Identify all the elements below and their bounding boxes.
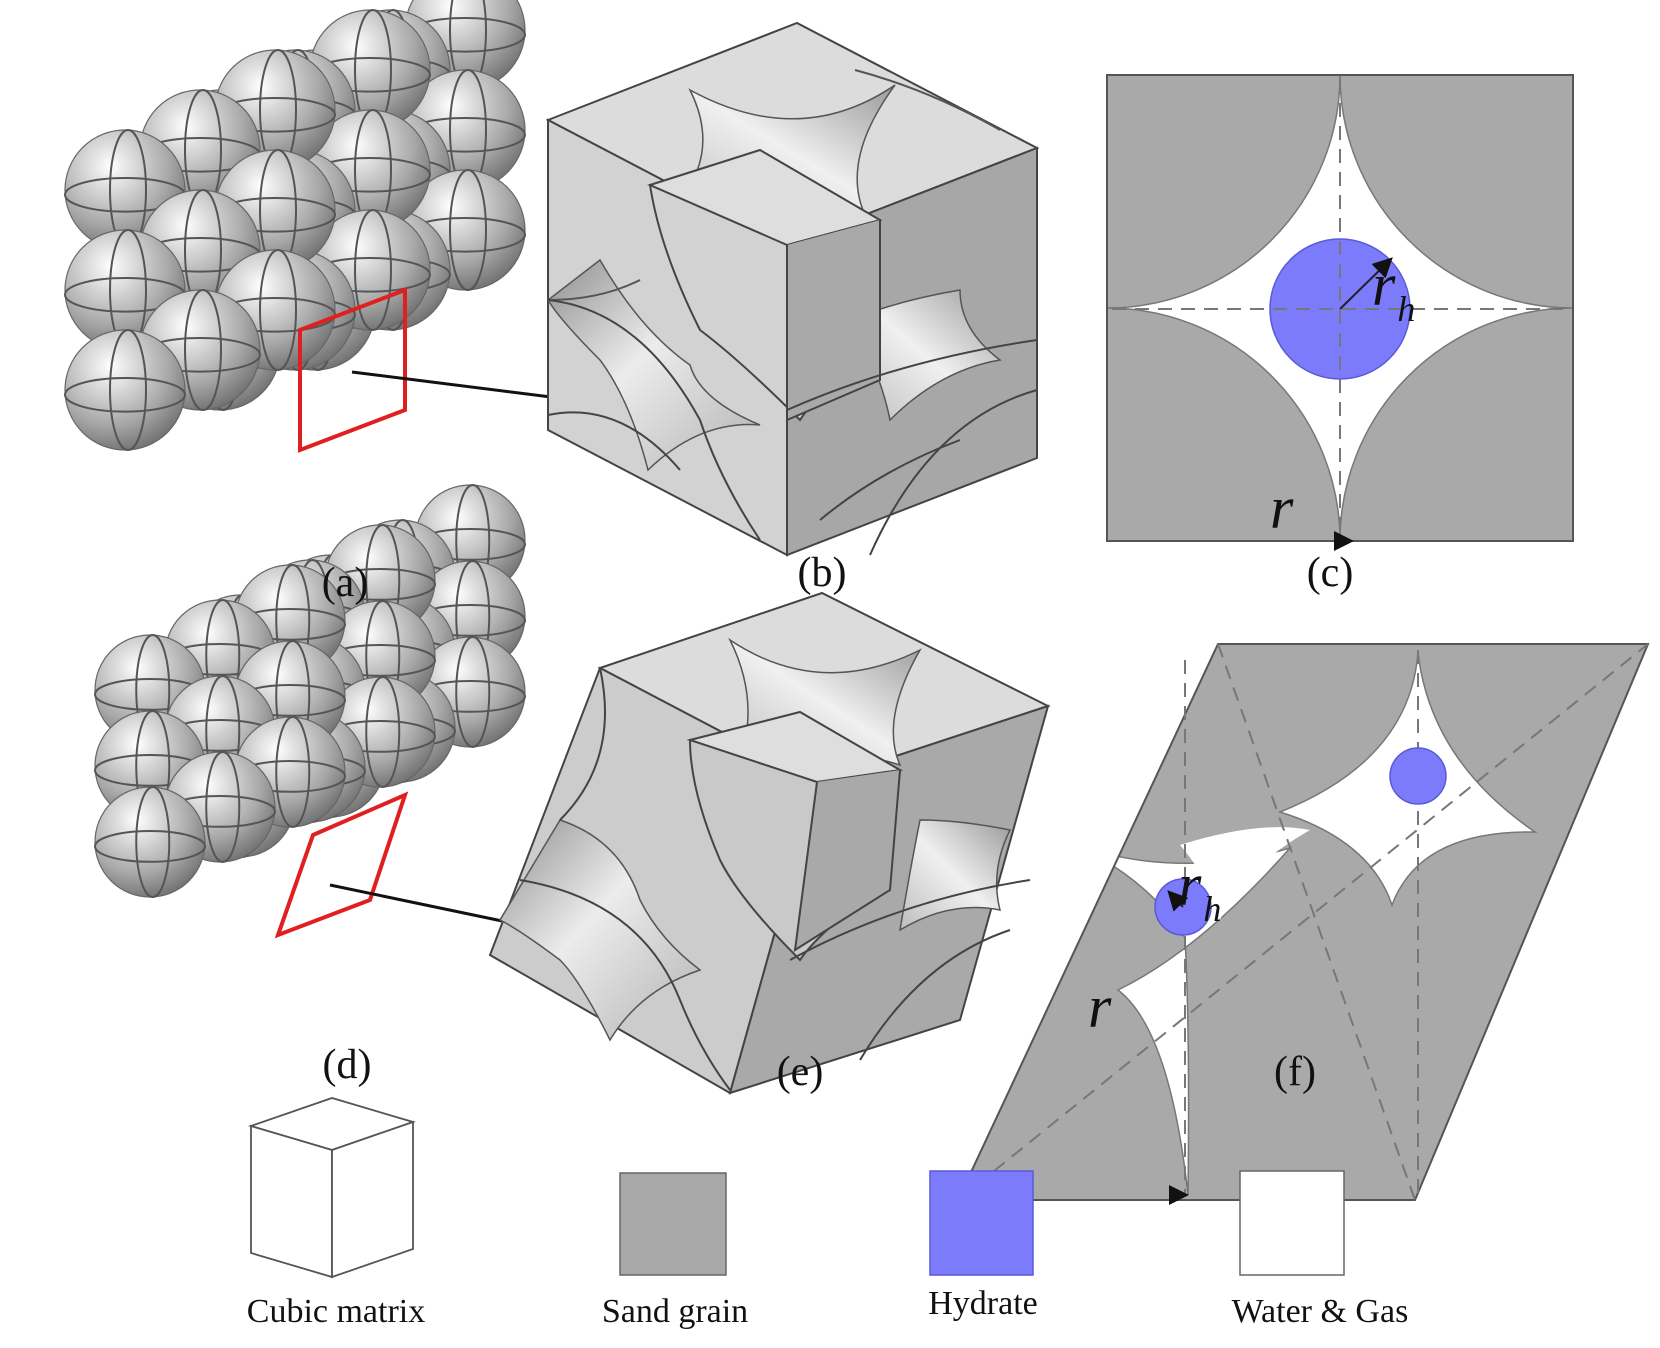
symbol-rh-c: rh	[1372, 252, 1415, 329]
symbol-rh-f: rh	[1178, 852, 1221, 929]
legend-item-hydrate: Hydrate	[928, 1170, 1038, 1322]
hydrate-particle-f1	[1389, 747, 1447, 805]
radius-line-rh-c	[1339, 257, 1393, 310]
arrow-a-to-b	[351, 370, 581, 412]
blue-square-swatch	[929, 1170, 1034, 1276]
grey-square-swatch	[619, 1172, 727, 1276]
unit-cell-rhombic	[488, 591, 1051, 1095]
selection-outline-a	[298, 287, 407, 453]
caption-b: (b)	[798, 550, 847, 596]
caption-d: (d)	[323, 1042, 372, 1088]
wire-cube-icon	[248, 1097, 416, 1279]
legend-item-cubic-matrix: Cubic matrix	[247, 1097, 425, 1330]
radius-line-rh-f	[1167, 890, 1189, 912]
legend-item-sand-grain: Sand grain	[602, 1172, 748, 1330]
caption-a: (a)	[322, 560, 369, 606]
caption-f: (f)	[1274, 1049, 1316, 1095]
caption-c: (c)	[1307, 550, 1354, 596]
legend-label-sand-grain: Sand grain	[602, 1293, 748, 1330]
caption-e: (e)	[777, 1049, 824, 1095]
white-square-swatch	[1239, 1170, 1345, 1276]
sand-grain-sphere	[94, 786, 206, 898]
unit-cell-cubic	[545, 21, 1040, 557]
symbol-r-c: r	[1270, 475, 1294, 541]
legend-label-cubic-matrix: Cubic matrix	[247, 1293, 425, 1330]
selection-outline-d	[274, 791, 409, 939]
legend-label-hydrate: Hydrate	[928, 1285, 1038, 1322]
sphere-pack-cubic	[64, 0, 526, 451]
guide-lines-f	[957, 643, 1649, 1201]
sand-grain-sphere	[64, 329, 186, 451]
sphere-pack-rhombic	[94, 484, 526, 898]
legend-item-water-gas: Water & Gas	[1232, 1170, 1409, 1330]
legend: Cubic matrix Sand grain Hydrate Water & …	[247, 1097, 1409, 1330]
legend-label-water-gas: Water & Gas	[1232, 1293, 1409, 1330]
cross-section-rhombic-border	[956, 643, 1650, 1201]
symbol-r-f: r	[1088, 974, 1112, 1040]
